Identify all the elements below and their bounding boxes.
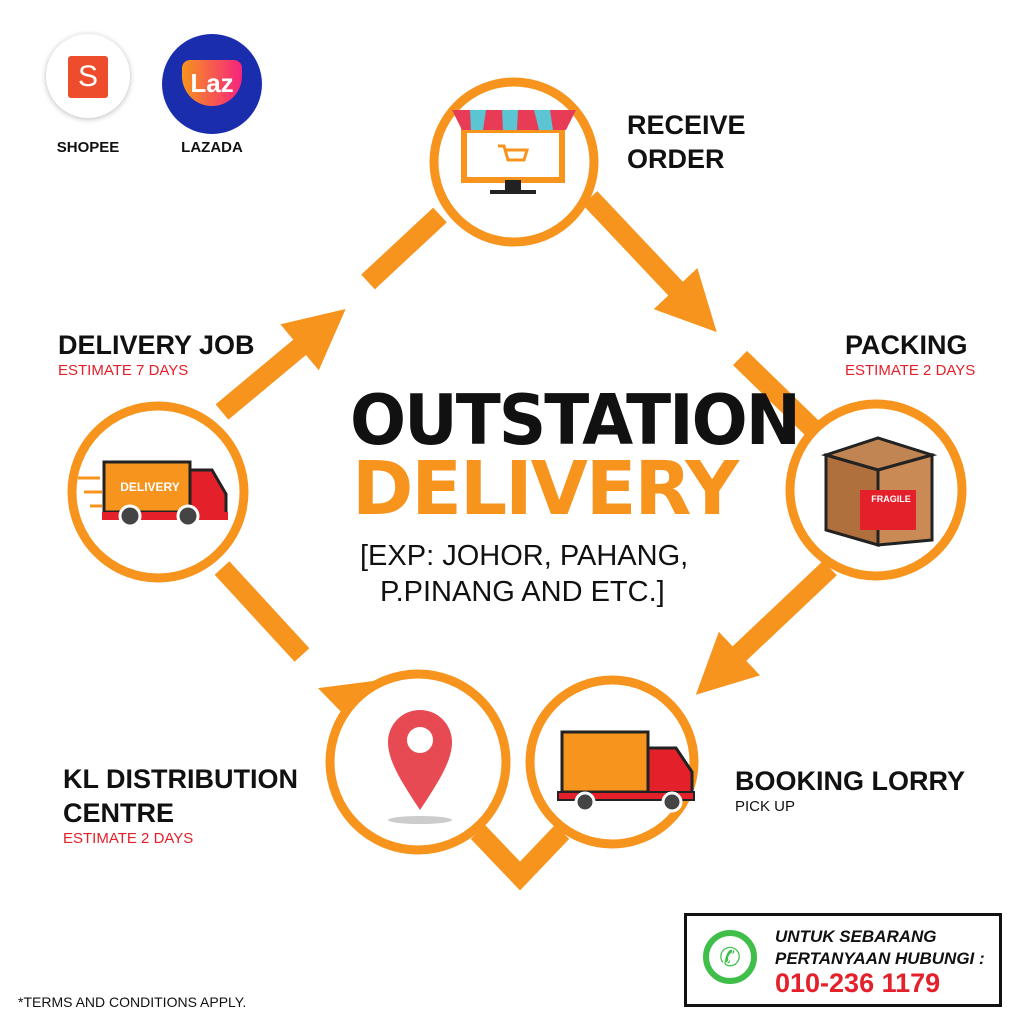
contact-line1: UNTUK SEBARANG bbox=[775, 927, 937, 946]
kl-label: KL DISTRIBUTION CENTRE ESTIMATE 2 DAYS bbox=[63, 764, 298, 847]
booking-label: BOOKING LORRY PICK UP bbox=[735, 766, 966, 815]
location-pin-icon bbox=[388, 710, 452, 824]
shopee-label: SHOPEE bbox=[56, 139, 120, 156]
lazada-label: LAZADA bbox=[181, 139, 243, 156]
store-cart-icon bbox=[452, 110, 576, 194]
whatsapp-icon[interactable]: ✆ bbox=[703, 930, 757, 984]
terms-note: *TERMS AND CONDITIONS APPLY. bbox=[18, 994, 247, 1010]
fragile-box-icon bbox=[820, 436, 938, 547]
arrow-booking-to-kl bbox=[470, 825, 570, 891]
truck-label: DELIVERY bbox=[120, 480, 180, 494]
title-delivery: DELIVERY bbox=[352, 446, 739, 532]
packing-label: PACKING ESTIMATE 2 DAYS bbox=[845, 330, 976, 379]
lazada-logo[interactable]: Laz bbox=[162, 34, 262, 134]
arrow-receive-to-packing bbox=[582, 191, 717, 333]
lorry-icon bbox=[557, 730, 695, 813]
lazada-heart-icon: Laz bbox=[182, 60, 242, 106]
delivery-truck-icon bbox=[78, 460, 228, 528]
contact-line2: PERTANYAAN HUBUNGI : bbox=[775, 949, 985, 968]
fragile-label: FRAGILE bbox=[871, 494, 911, 504]
shopee-bag-icon: S bbox=[68, 56, 108, 98]
arrow-delivery-to-receive bbox=[215, 308, 346, 420]
arrow-packing-to-booking bbox=[695, 560, 837, 695]
title-outstation: OUTSTATION bbox=[350, 380, 801, 461]
shopee-logo[interactable]: S bbox=[38, 34, 138, 134]
example-regions: [EXP: JOHOR, PAHANG, P.PINANG AND ETC.] bbox=[360, 540, 689, 608]
delivery-job-label: DELIVERY JOB ESTIMATE 7 DAYS bbox=[58, 330, 255, 379]
phone-number[interactable]: 010-236 1179 bbox=[775, 968, 941, 998]
contact-box: ✆ UNTUK SEBARANG PERTANYAAN HUBUNGI : 01… bbox=[684, 913, 1002, 1007]
